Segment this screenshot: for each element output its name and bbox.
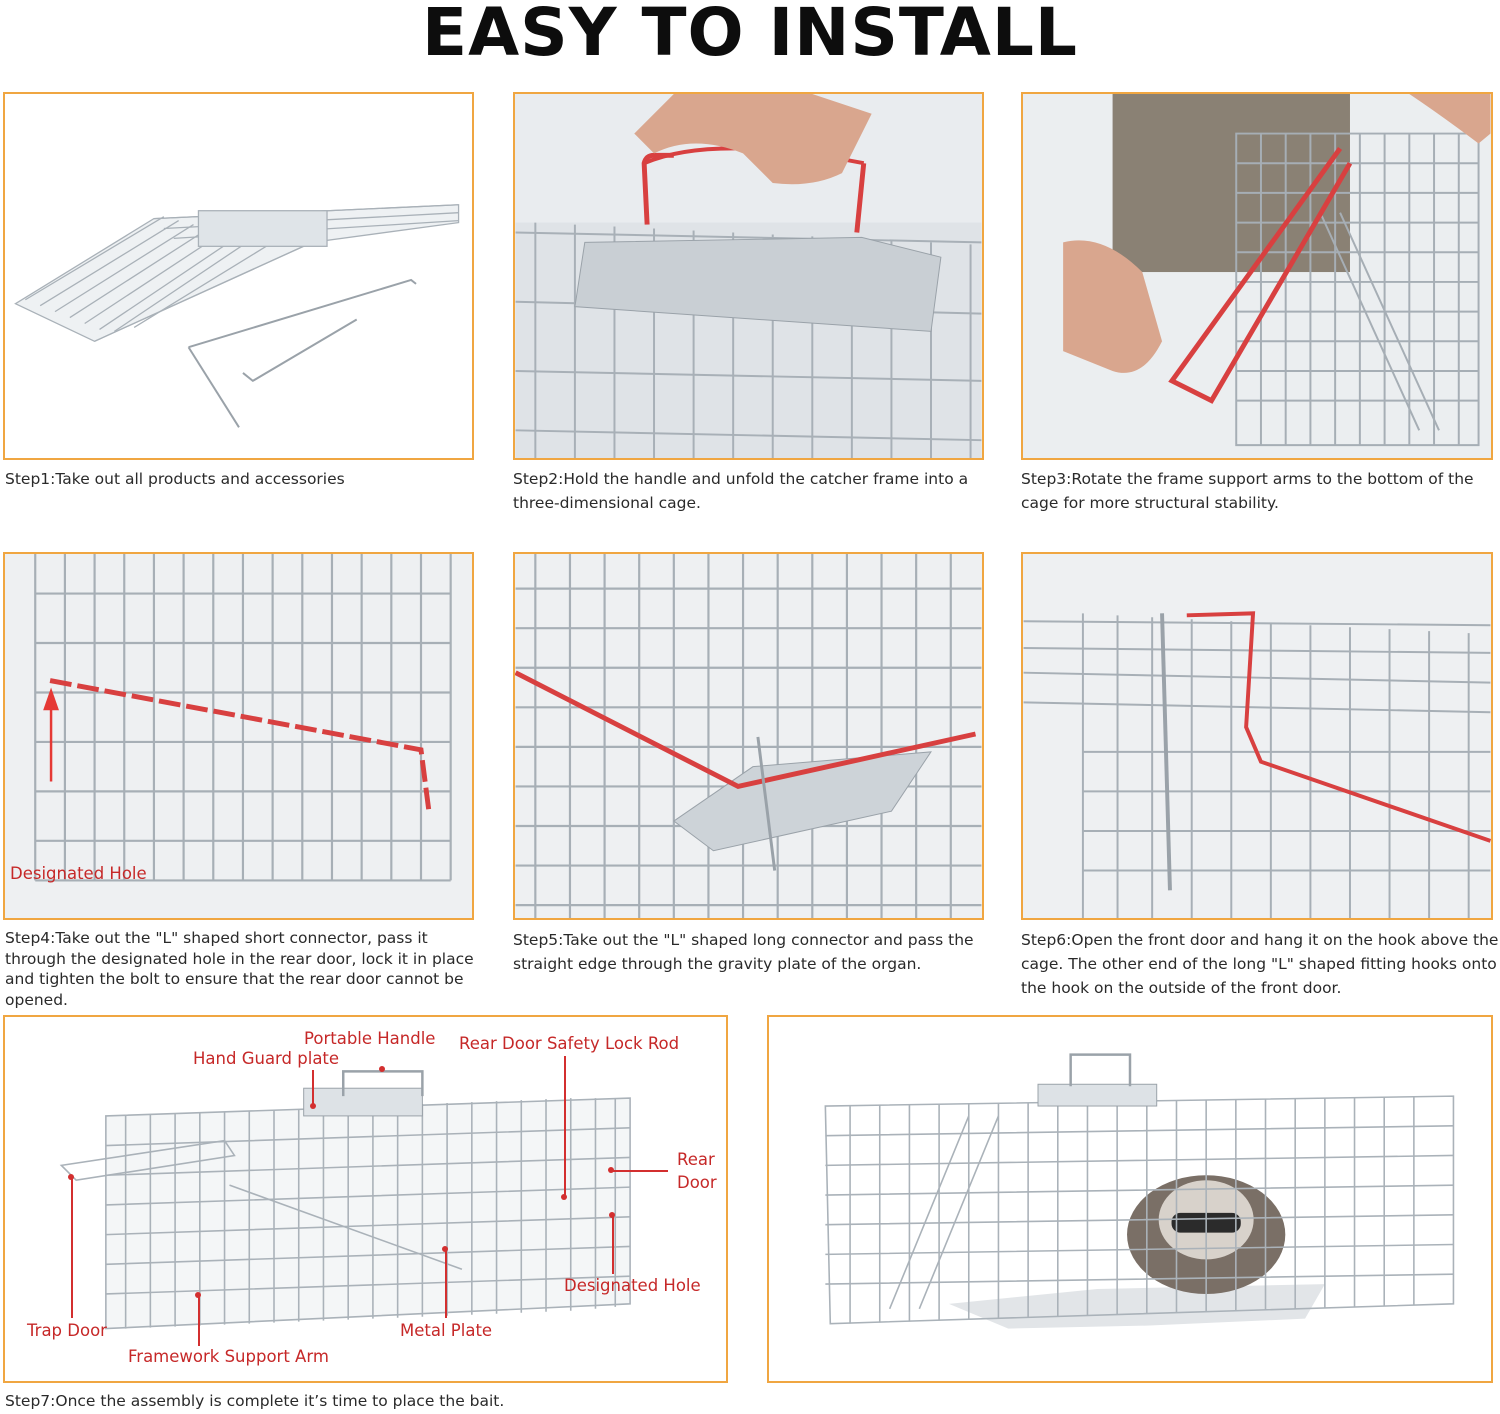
step4-caption: Step4:Take out the "L" shaped short conn…	[5, 929, 474, 1009]
step6-caption: Step6:Open the front door and hang it on…	[1021, 931, 1499, 997]
short-connector-photo	[34, 554, 452, 882]
hand-guard-dot	[310, 1103, 316, 1109]
step3-image	[1021, 92, 1493, 460]
raccoon-in-cage-image	[767, 1015, 1493, 1383]
trap-door-leader	[71, 1178, 73, 1318]
metal-plate-label: Metal Plate	[400, 1321, 493, 1340]
front-door-hook-photo	[1023, 611, 1491, 918]
support-arm-leader	[198, 1296, 200, 1346]
metal-plate-leader	[445, 1250, 447, 1318]
framework-support-arm-label: Framework Support Arm	[128, 1347, 329, 1366]
support-arm-dot	[195, 1292, 201, 1298]
lock-rod-leader	[564, 1056, 566, 1196]
step7-labeled-image	[3, 1015, 728, 1383]
designated-hole-label-step4: Designated Hole	[10, 864, 147, 883]
hand-guard-leader	[312, 1070, 314, 1104]
long-connector-photo	[515, 554, 982, 918]
designated-hole-label: Designated Hole	[564, 1276, 701, 1295]
rear-door-leader	[612, 1170, 668, 1172]
step2-caption: Step2:Hold the handle and unfold the cat…	[513, 470, 969, 512]
step5-image	[513, 552, 984, 920]
step7-caption: Step7:Once the assembly is complete it’s…	[5, 1392, 505, 1410]
hand-guard-plate-label: Hand Guard plate	[193, 1049, 340, 1068]
step2-image	[513, 92, 984, 460]
handle-dot	[379, 1066, 385, 1072]
trap-door-dot	[68, 1174, 74, 1180]
lock-rod-dot	[561, 1194, 567, 1200]
page-title: EASY TO INSTALL	[422, 0, 1078, 71]
rotate-support-arms-photo	[1063, 94, 1491, 447]
trap-door-label: Trap Door	[27, 1321, 107, 1340]
portable-handle-label: Portable Handle	[304, 1029, 436, 1048]
hand-unfold-cage-photo	[515, 94, 982, 458]
door-label: Door	[677, 1173, 717, 1192]
step1-image	[3, 92, 474, 460]
step1-caption: Step1:Take out all products and accessor…	[5, 470, 345, 488]
designated-hole-leader	[612, 1216, 614, 1274]
step5-caption: Step5:Take out the "L" shaped long conne…	[513, 931, 974, 973]
folded-cage-illustration	[14, 204, 460, 428]
rear-door-dot	[608, 1167, 614, 1173]
metal-plate-dot	[442, 1246, 448, 1252]
step6-image	[1021, 552, 1493, 920]
rear-door-safety-lock-rod-label: Rear Door Safety Lock Rod	[459, 1034, 680, 1053]
raccoon-cage-photo	[824, 1053, 1455, 1329]
step4-image	[3, 552, 474, 920]
designated-hole-dot	[609, 1212, 615, 1218]
rear-label: Rear	[677, 1150, 715, 1169]
step3-caption: Step3:Rotate the frame support arms to t…	[1021, 470, 1474, 512]
labeled-cage-diagram	[59, 1070, 631, 1330]
